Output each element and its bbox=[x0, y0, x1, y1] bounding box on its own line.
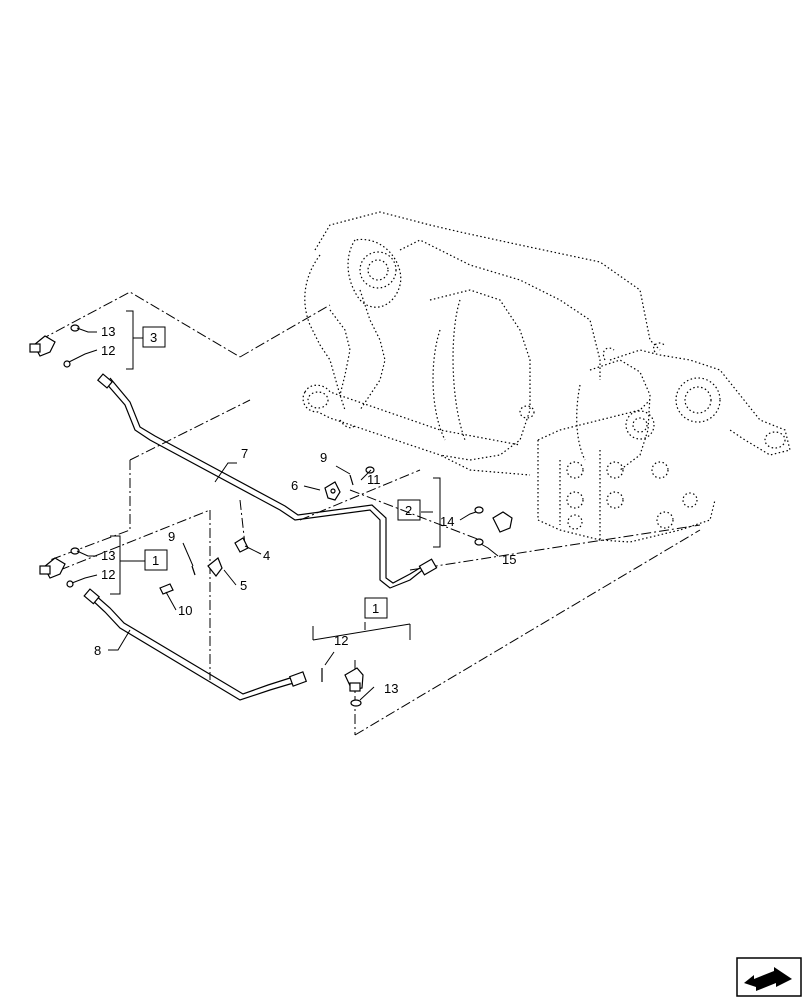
elbow-fitting-lower-left bbox=[39, 557, 66, 579]
clamps-and-bolts bbox=[159, 474, 354, 595]
callout-10: 10 bbox=[178, 603, 192, 618]
callout-12-lower: 12 bbox=[101, 567, 115, 582]
callout-13-lower: 13 bbox=[101, 548, 115, 563]
callout-15: 15 bbox=[502, 552, 516, 567]
elbow-fitting-upper-left bbox=[29, 335, 56, 357]
callout-11: 11 bbox=[367, 472, 381, 487]
callout-labels: 13 12 3 7 9 11 6 2 14 15 13 12 1 9 4 5 1… bbox=[94, 324, 516, 696]
callout-7: 7 bbox=[241, 446, 248, 461]
callout-14: 14 bbox=[440, 514, 454, 529]
callout-9-upper: 9 bbox=[320, 450, 327, 465]
callout-leaders bbox=[68, 310, 499, 701]
callout-6: 6 bbox=[291, 478, 298, 493]
callout-boxes bbox=[142, 326, 421, 619]
callout-box-3: 3 bbox=[150, 330, 157, 345]
callout-12-bottom: 12 bbox=[334, 633, 348, 648]
next-page-arrow-glyph bbox=[736, 957, 802, 997]
callout-box-1-bottom: 1 bbox=[372, 601, 379, 616]
pipe-7 bbox=[96, 373, 438, 589]
o-rings-and-seals bbox=[63, 324, 484, 707]
callout-8: 8 bbox=[94, 643, 101, 658]
assembly-phantom-lines bbox=[39, 291, 701, 736]
pipe-8 bbox=[83, 588, 308, 701]
callout-12-upper: 12 bbox=[101, 343, 115, 358]
callout-box-1-left: 1 bbox=[152, 553, 159, 568]
callout-13-bottom: 13 bbox=[384, 681, 398, 696]
next-page-arrow-icon[interactable] bbox=[736, 957, 802, 997]
transmission-housing-outline bbox=[302, 211, 791, 543]
callout-5: 5 bbox=[240, 578, 247, 593]
elbow-fitting-bottom bbox=[344, 667, 364, 692]
elbow-fitting-right bbox=[492, 511, 513, 533]
callout-4: 4 bbox=[263, 548, 270, 563]
callout-box-2: 2 bbox=[405, 503, 412, 518]
callout-13-upper: 13 bbox=[101, 324, 115, 339]
callout-9-lower: 9 bbox=[168, 529, 175, 544]
